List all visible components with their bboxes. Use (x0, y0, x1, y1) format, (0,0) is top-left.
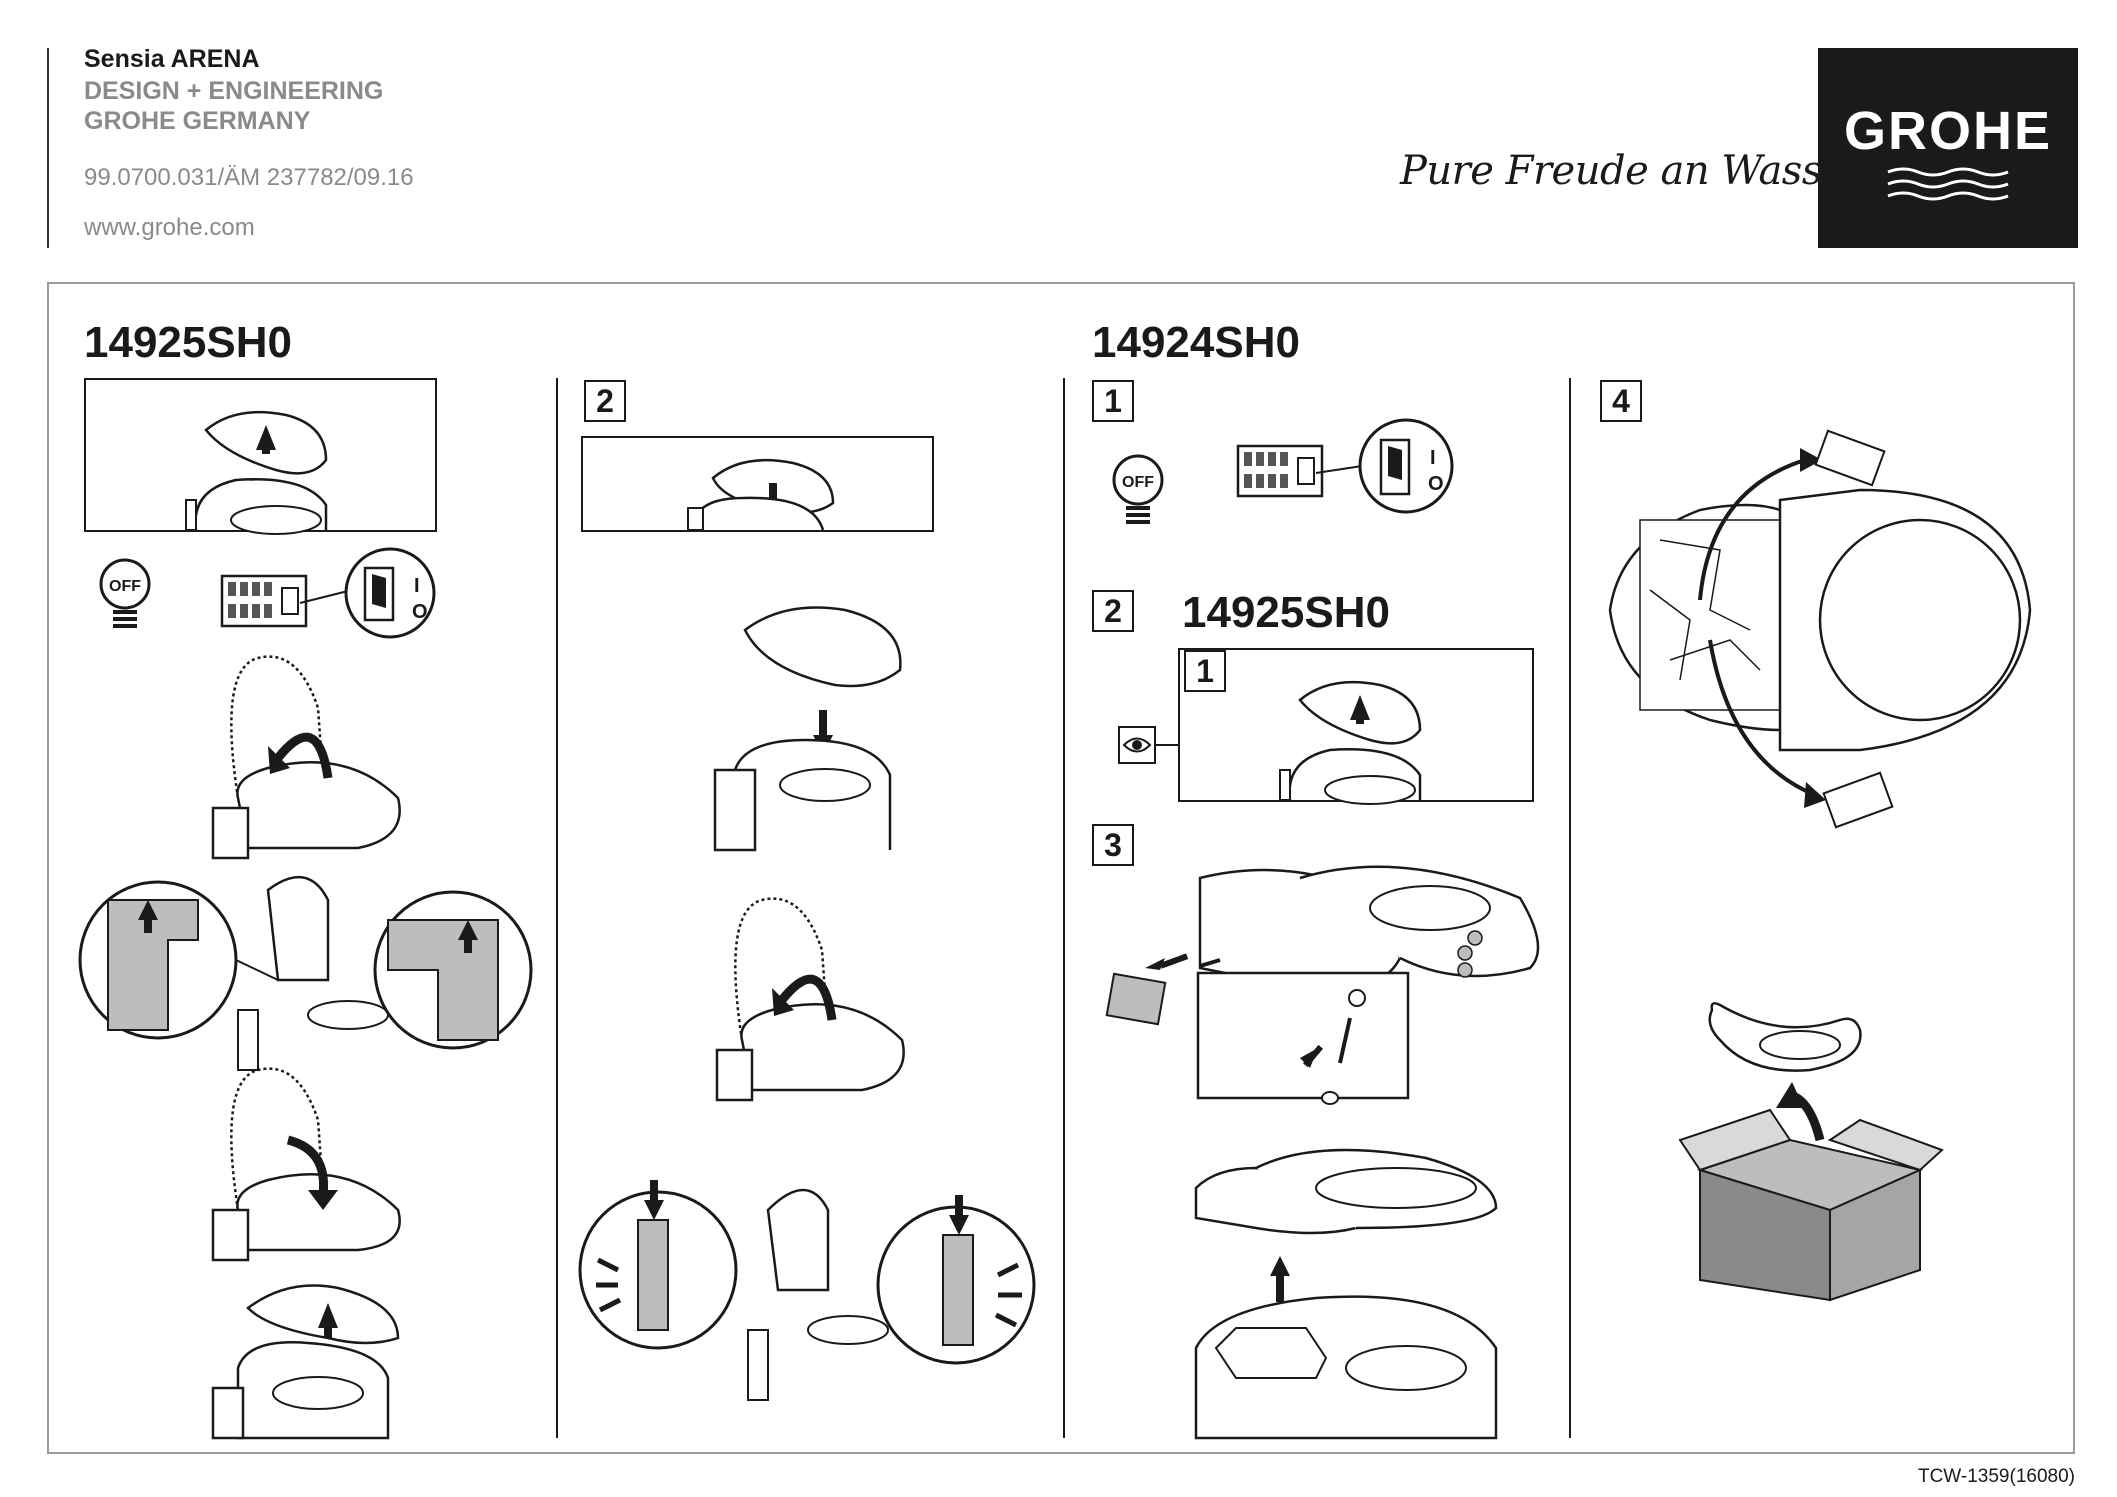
power-off-bulb-icon: OFF (99, 558, 151, 628)
company-line: GROHE GERMANY (84, 107, 311, 135)
switch-on-label-2: I (1430, 447, 1436, 469)
step-2-badge-right: 2 (1092, 590, 1134, 632)
document-number: 99.0700.031/ÄM 237782/09.16 (84, 164, 414, 191)
detail-box-cover-lift (84, 378, 437, 535)
bulb-label: OFF (109, 578, 141, 595)
step-2-badge: 2 (584, 380, 626, 422)
detail-box-cover-lift-2 (1178, 648, 1534, 805)
seat-removal-illustration (1194, 1148, 1498, 1440)
step-4-badge: 4 (1600, 380, 1642, 422)
bulb-label-2: OFF (1122, 474, 1154, 491)
header-rule (47, 48, 49, 248)
model-right: 14924SH0 (1092, 318, 1300, 367)
cover-install-illustration (713, 606, 902, 852)
grohe-logo: GROHE (1818, 48, 2078, 248)
switch-on-label: I (414, 575, 420, 597)
step-3-badge: 3 (1092, 824, 1134, 866)
panel-screw-removal-illustration (1105, 865, 1540, 1105)
detail-box-cover-lower (581, 436, 934, 532)
lid-close-illustration (211, 1067, 401, 1262)
fuse-box-switch-icon: I O (220, 547, 436, 639)
instruction-frame (47, 282, 2075, 1454)
cover-lift-illustration-2 (1279, 680, 1422, 805)
footer-code: TCW-1359(16080) (1917, 1466, 2075, 1487)
switch-off-label-2: O (1428, 473, 1444, 495)
lid-open-illustration-2 (715, 897, 905, 1102)
water-waves-icon (1887, 167, 2009, 201)
seat-packing-box-illustration (1678, 1002, 1944, 1302)
hinge-lock-detail (578, 1180, 1036, 1401)
switch-off-label: O (412, 601, 428, 623)
seat-electronics-illustration (1608, 429, 2032, 829)
seat-lift-illustration (211, 1284, 400, 1440)
step-1-badge-right: 1 (1092, 380, 1134, 422)
power-off-bulb-icon-2: OFF (1112, 454, 1164, 524)
lid-open-illustration (211, 655, 401, 860)
column-divider-1 (556, 378, 558, 1438)
hinge-release-detail (78, 875, 533, 1071)
website-link[interactable]: www.grohe.com (84, 214, 255, 241)
brand-slogan: Pure Freude an Wasser (1400, 148, 1864, 194)
model-left: 14925SH0 (84, 318, 292, 367)
logo-text: GROHE (1843, 101, 2053, 161)
eye-icon (1118, 726, 1180, 764)
model-sub: 14925SH0 (1182, 588, 1390, 637)
cover-lower-illustration (687, 458, 835, 531)
substep-1-badge: 1 (1184, 650, 1226, 692)
column-divider-3 (1569, 378, 1571, 1438)
column-divider-2 (1063, 378, 1065, 1438)
product-name: Sensia ARENA (84, 45, 260, 73)
cover-lift-illustration (185, 410, 328, 535)
fuse-box-switch-icon-2: I O (1236, 418, 1454, 514)
design-line: DESIGN + ENGINEERING (84, 77, 384, 105)
